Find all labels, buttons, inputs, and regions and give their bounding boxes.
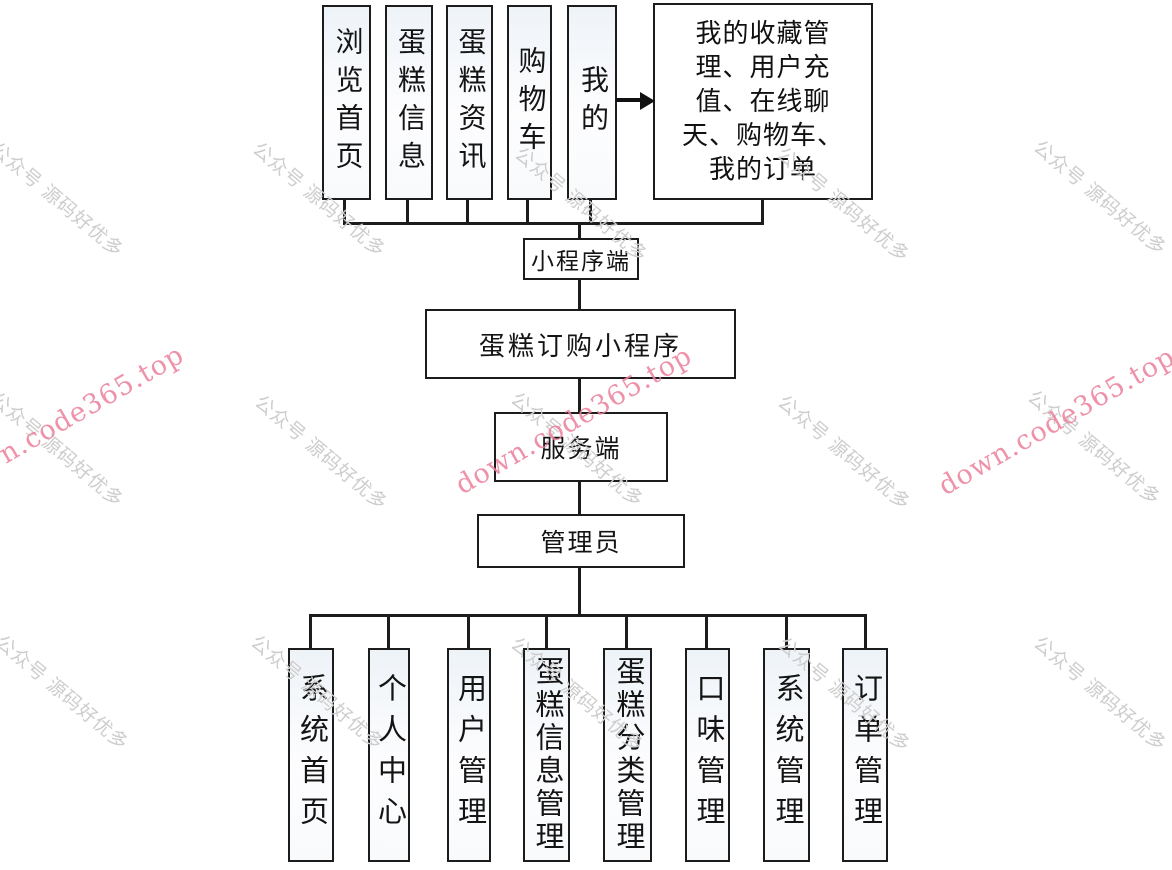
feature-list-line: 理、用户充 [695, 52, 831, 82]
node-admin: 管理员 [477, 514, 685, 568]
connector-line [785, 614, 788, 650]
node-user-management: 用户管理 [447, 648, 491, 862]
connector-line [387, 614, 390, 650]
node-system-title: 蛋糕订购小程序 [425, 309, 736, 379]
connector-bus-bottom [309, 614, 867, 617]
node-label: 蛋糕分类管理 [612, 656, 644, 854]
connector-line [705, 614, 708, 650]
node-label: 口味管理 [692, 673, 724, 837]
watermark-gray: 公众号 源码好优多 [0, 388, 128, 512]
node-label: 小程序端 [531, 249, 631, 274]
connector-line [625, 614, 628, 650]
arrow-shaft [616, 98, 642, 102]
node-server-side: 服务端 [494, 412, 668, 482]
connector-line [578, 377, 581, 415]
connector-line [343, 199, 346, 225]
connector-bus-top [343, 222, 764, 225]
node-shopping-cart: 购物车 [507, 5, 552, 200]
feature-list-line: 值、在线聊 [695, 86, 831, 116]
connector-line [545, 614, 548, 650]
connector-line [864, 614, 867, 650]
node-label: 蛋糕资讯 [454, 26, 486, 179]
node-label: 订单管理 [849, 673, 882, 837]
node-label: 蛋糕信息管理 [531, 656, 563, 854]
connector-line [466, 199, 469, 225]
node-cake-info: 蛋糕信息 [385, 5, 433, 200]
arrow-head-icon [640, 92, 655, 110]
node-system-management: 系统管理 [763, 648, 810, 862]
node-label: 管理员 [540, 530, 622, 557]
watermark-gray: 公众号 源码好优多 [1029, 136, 1171, 260]
connector-line [578, 480, 581, 517]
watermark-pink: down.code365.top [0, 339, 190, 500]
node-mini-program-side: 小程序端 [523, 238, 639, 280]
node-cake-news: 蛋糕资讯 [446, 5, 493, 200]
watermark-gray: 公众号 源码好优多 [0, 631, 133, 755]
node-label: 用户管理 [453, 673, 486, 837]
node-browse-home: 浏览首页 [322, 5, 371, 200]
connector-line [526, 199, 529, 225]
watermark-pink: down.code365.top [933, 341, 1172, 502]
node-order-management: 订单管理 [842, 648, 888, 862]
node-cake-category-management: 蛋糕分类管理 [603, 648, 652, 862]
connector-line [578, 566, 581, 617]
connector-line [578, 278, 581, 312]
node-label: 浏览首页 [331, 26, 363, 179]
node-system-home: 系统首页 [288, 648, 334, 862]
connector-line [761, 199, 764, 225]
node-label: 服务端 [540, 436, 622, 463]
connector-line [406, 199, 409, 225]
feature-list-line: 我的订单 [708, 154, 817, 184]
node-label: 购物车 [514, 45, 546, 160]
node-flavor-management: 口味管理 [685, 648, 730, 862]
node-label: 系统管理 [771, 673, 803, 837]
watermark-gray: 公众号 源码好优多 [1029, 632, 1171, 756]
node-label: 系统首页 [295, 673, 328, 837]
connector-line [309, 614, 312, 650]
connector-line [467, 614, 470, 650]
feature-list-line: 我的收藏管 [695, 18, 831, 48]
node-label: 个人中心 [373, 673, 406, 837]
watermark-gray: 公众号 源码好优多 [0, 138, 128, 262]
system-title-label: 蛋糕订购小程序 [478, 331, 682, 361]
connector-line [578, 222, 581, 241]
watermark-gray: 公众号 源码好优多 [773, 391, 915, 515]
node-my-feature-list: 我的收藏管 理、用户充 值、在线聊 天、购物车、 我的订单 [653, 3, 873, 200]
connector-line [589, 199, 592, 225]
node-label: 蛋糕信息 [394, 26, 425, 179]
node-cake-info-management: 蛋糕信息管理 [523, 648, 570, 862]
feature-list-line: 天、购物车、 [681, 120, 844, 150]
node-mine: 我的 [567, 5, 617, 200]
node-personal-center: 个人中心 [368, 648, 410, 862]
node-label: 我的 [577, 64, 608, 141]
watermark-gray: 公众号 源码好优多 [1023, 386, 1165, 510]
watermark-gray: 公众号 源码好优多 [250, 391, 392, 515]
